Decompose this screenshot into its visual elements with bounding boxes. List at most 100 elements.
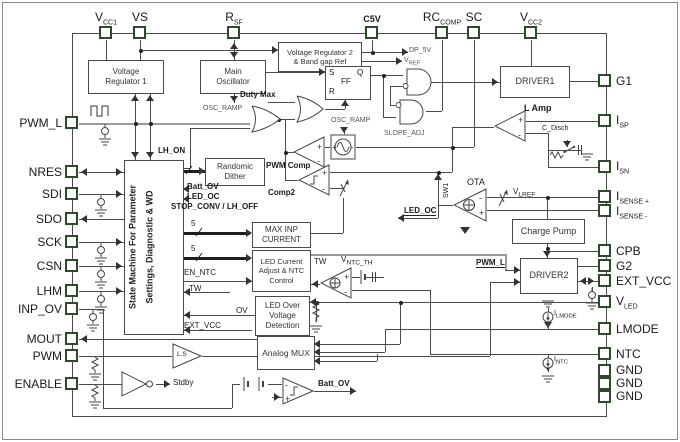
- arrowhead: [164, 380, 170, 388]
- pin-label-lmode: LMODE: [616, 322, 659, 336]
- wire: [385, 329, 598, 330]
- pin-label-inp-ov: INP_OV: [17, 302, 62, 316]
- block-led-current-adjust: LED Current Adjust & NTC Control: [252, 250, 311, 292]
- pin-label-mout: MOUT: [26, 332, 62, 346]
- arrowhead: [314, 357, 320, 365]
- wire: [390, 105, 396, 106]
- wire: [79, 339, 257, 340]
- junction-dot: [450, 145, 455, 150]
- wire: [526, 133, 548, 134]
- gndt-glyph: [458, 223, 472, 241]
- ff-q-output: Q: [357, 68, 364, 77]
- arrowhead: [246, 229, 252, 237]
- arrowhead: [116, 190, 122, 198]
- wire: [438, 172, 439, 205]
- wire: [308, 254, 505, 256]
- state-machine-label: State Machine For Parameter Settings, Di…: [127, 184, 155, 310]
- pin-label-isense-plus: ISENSE +: [616, 189, 650, 206]
- wire: [79, 309, 103, 310]
- pin-label-vcc2: VCC2: [519, 10, 543, 27]
- pin-rccomp: [435, 26, 448, 39]
- svg-text:-: -: [344, 287, 347, 297]
- pin-vled: [598, 295, 611, 308]
- pin-label-sdo: SDO: [35, 212, 62, 226]
- cap-glyph: [576, 143, 584, 162]
- wire: [232, 384, 240, 385]
- pin-label-sck: SCK: [37, 235, 62, 249]
- wire: [182, 330, 252, 331]
- wire: [547, 197, 548, 219]
- sw-glyph: [563, 141, 577, 159]
- svg-text:-: -: [479, 193, 482, 203]
- arrowhead: [81, 215, 87, 223]
- svg-text:-: -: [285, 380, 288, 390]
- wire: [547, 241, 548, 248]
- wire: [156, 384, 170, 385]
- label-tw-sm: TW: [189, 284, 202, 293]
- gnd-glyph: [541, 372, 555, 390]
- wire: [452, 127, 453, 172]
- vr-glyph: [336, 176, 352, 203]
- wire: [360, 61, 402, 62]
- label-batt-ov-bottom: Batt_OV: [318, 379, 350, 388]
- batt-ov-comparator: -+: [282, 377, 314, 405]
- bat-glyph: [240, 376, 252, 397]
- arrowhead: [183, 195, 189, 203]
- arrowhead: [314, 340, 320, 348]
- label-led-oc-center: LED_OC: [404, 206, 437, 216]
- pin-pwm-l: [65, 116, 78, 129]
- pin-sdi: [65, 187, 78, 200]
- pin-label-pwm-l: PWM_L: [19, 116, 62, 130]
- wire: [383, 75, 384, 117]
- wire: [398, 218, 438, 219]
- wire: [308, 302, 598, 303]
- wire: [314, 391, 356, 392]
- bat-glyph: [255, 376, 267, 397]
- pin-sck: [65, 235, 78, 248]
- wire: [383, 117, 396, 118]
- pin-lhm: [65, 284, 78, 297]
- wire: [325, 147, 330, 148]
- wire: [330, 188, 343, 189]
- slash-glyph: [195, 224, 203, 242]
- ff-label: FF: [341, 77, 351, 86]
- arrowhead: [230, 43, 238, 49]
- junction-dot: [133, 121, 138, 126]
- wire: [452, 127, 494, 128]
- wire: [430, 354, 598, 355]
- label-tw-amp: TW: [314, 257, 327, 266]
- wire: [490, 282, 491, 356]
- arrowhead: [340, 127, 348, 133]
- pin-label-ntc: NTC: [616, 347, 641, 361]
- wire: [79, 172, 124, 173]
- arrowhead: [146, 152, 154, 158]
- arrowhead: [116, 238, 122, 246]
- arrowhead: [184, 326, 190, 334]
- label-vntc-th: VNTC_TH: [341, 255, 373, 267]
- arrowhead: [131, 95, 139, 101]
- esd-glyph: [94, 267, 108, 296]
- wire: [531, 40, 532, 66]
- wire: [330, 172, 452, 173]
- wire: [182, 315, 255, 316]
- pin-sdo: [65, 212, 78, 225]
- arrowhead: [310, 298, 316, 306]
- block-voltage-regulator-1: Voltage Regulator 1: [88, 60, 164, 94]
- pin-rsf: [227, 26, 240, 39]
- pin-inp-ov: [65, 302, 78, 315]
- wire: [79, 219, 124, 220]
- pin-vcc2: [524, 26, 537, 39]
- esd-glyph: [98, 124, 112, 153]
- wire: [268, 384, 282, 385]
- ic-boundary: [72, 33, 607, 417]
- junction-dot: [398, 300, 403, 305]
- label-en-ntc: EN_NTC: [184, 268, 217, 277]
- arrowhead: [116, 287, 122, 295]
- arrowhead: [514, 266, 520, 274]
- label-vlref: VLREF: [513, 187, 536, 199]
- wire: [79, 384, 122, 385]
- wire: [103, 408, 232, 409]
- label-level-shifter: L.S: [177, 351, 187, 358]
- or-gate-dutymax: [296, 95, 324, 123]
